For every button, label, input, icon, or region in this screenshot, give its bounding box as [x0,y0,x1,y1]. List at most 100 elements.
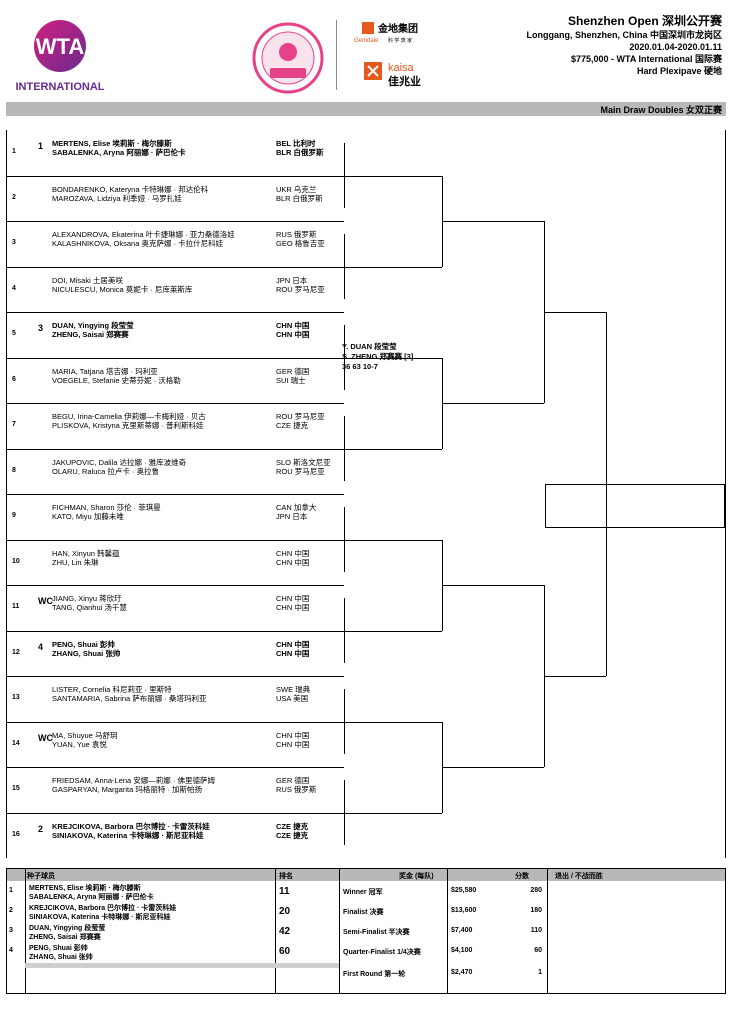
col-line [275,869,276,993]
slot-divider [6,494,344,495]
player-2-name: NICULESCU, Monica 莫妮卡 · 尼库莱斯库 [52,284,193,294]
bracket-line [442,221,544,222]
table-grey-band [275,963,339,968]
tournament-prize: $775,000 - WTA International 国际赛 [570,54,722,64]
player-2-name: GASPARYAN, Margarita 玛格丽特 · 加斯帕扬 [52,785,203,794]
draw-position-number: 7 [12,421,16,428]
player-1-name: MARIA, Tatjana 塔吉娜 · 玛利亚 [52,366,158,376]
player-1-name: LISTER, Cornelia 科尼莉亚 · 里斯特 [52,685,172,694]
bracket-line [544,312,606,313]
wta-logo: WTA INTERNATIONAL [10,18,110,98]
seed-marker: 3 [38,323,44,333]
player-1-country: GER 德国 [276,366,310,376]
kaisa-cn-text: 佳兆业 [388,74,421,88]
header-points: 分数 [515,873,529,880]
player-1-country: RUS 俄罗斯 [276,230,317,239]
final-winner-box [545,484,725,528]
slot-divider [6,221,344,222]
player-2-country: ROU 罗马尼亚 [276,284,325,294]
player-2-name: KALASHNIKOVA, Oksana 奥克萨娜 · 卡拉什尼科娃 [52,239,224,248]
slot-divider [6,812,344,814]
slot-divider [6,721,344,723]
seed-player-2: SINIAKOVA, Katerina 卡特琳娜 · 斯尼亚科娃 [29,914,171,921]
bracket-line [442,403,544,404]
player-1-name: BONDARENKO, Kateryna 卡特琳娜 · 邦达伦科 [52,184,209,194]
player-2-name: ZHANG, Shuai 张帅 [52,648,121,658]
player-2-country: RUS 俄罗斯 [276,785,317,794]
player-2-country: CHN 中国 [276,603,310,612]
r2-winner: Y. DUAN 段莹莹 S. ZHENG 郑赛赛 [3] 36 63 10-7 [342,342,413,372]
seed-player-1: KREJCIKOVA, Barbora 巴尔博拉 · 卡雷茨科娃 [29,905,177,912]
r2-winner-line2: S. ZHENG 郑赛赛 [3] [342,352,414,361]
slot-divider [6,767,344,768]
prize-money: $7,400 [451,927,473,934]
player-2-name: ZHU, Lin 朱琳 [52,557,99,567]
slot-divider [6,630,344,632]
prize-points: 280 [530,887,542,894]
col-line [447,869,448,993]
seed-marker: 1 [38,141,44,151]
player-2-name: VOEGELE, Stefanie 史蒂芬妮 · 沃格勒 [52,375,181,385]
seed-marker: 2 [38,823,44,834]
player-1-name: MERTENS, Elise 埃莉斯 · 梅尔滕斯 [52,139,172,148]
prize-points: 180 [530,907,542,914]
player-1-country: CHN 中国 [276,548,310,558]
slot-divider [6,403,344,404]
player-1-country: JPN 日本 [276,275,308,285]
col-line [25,869,26,993]
prize-points: 1 [538,969,542,976]
draw-position-number: 3 [12,239,16,246]
seed-rank: 11 [279,886,290,897]
player-1-name: PENG, Shuai 彭帅 [52,639,115,649]
player-1-country: CAN 加拿大 [276,503,317,512]
gemdale-logo: 金地集团 Gemdale 科 学 筑 家 [352,20,442,48]
player-2-name: ZHENG, Saisai 郑赛赛 [52,330,129,339]
seed-player-1: MERTENS, Elise 埃莉斯 · 梅尔滕斯 [29,885,141,892]
player-1-country: CHN 中国 [276,730,310,740]
seed-rank: 42 [279,926,291,937]
draw-position-number: 13 [12,694,20,701]
player-2-country: SUI 瑞士 [276,375,306,385]
shenzhen-open-logo [252,22,324,94]
header-seeds: 种子球员 [27,873,55,880]
draw-position-number: 4 [12,284,16,292]
bracket-line [344,266,442,268]
player-2-name: SANTAMARIA, Sabrina 萨布丽娜 · 桑塔玛利亚 [52,694,207,703]
r2-winner-score: 36 63 10-7 [342,362,378,371]
player-1-name: FRIEDSAM, Anna-Lena 安娜—莉娜 · 佛里德萨姆 [52,776,215,785]
player-2-name: SABALENKA, Aryna 阿丽娜 · 萨巴伦卡 [52,148,186,157]
shenzhen-open-emblem-icon [252,22,324,94]
bracket-line [442,767,544,768]
player-2-country: GEO 格鲁吉亚 [276,239,325,248]
tournament-location: Longgang, Shenzhen, China 中国深圳市龙岗区 [526,30,723,40]
player-2-country: CZE 捷克 [276,830,309,840]
seed-rank: 20 [279,906,291,917]
slot-divider [6,312,344,313]
col-line [339,869,340,993]
gemdale-cn-text: 金地集团 [377,22,418,35]
player-2-country: CHN 中国 [276,739,310,749]
gemdale-logo-icon: 金地集团 Gemdale 科 学 筑 家 [354,22,418,44]
logo-separator [336,20,337,90]
player-2-country: USA 美国 [276,694,309,703]
slot-divider [6,676,344,677]
slot-divider [6,266,344,268]
slot-divider [6,585,344,586]
kaisa-logo: kaisa 佳兆业 [362,58,442,94]
player-1-country: SLO 斯洛文尼亚 [276,457,331,467]
player-2-name: SINIAKOVA, Katerina 卡特琳娜 · 斯尼亚科娃 [52,830,204,840]
gemdale-sub-text: 科 学 筑 家 [388,37,412,44]
